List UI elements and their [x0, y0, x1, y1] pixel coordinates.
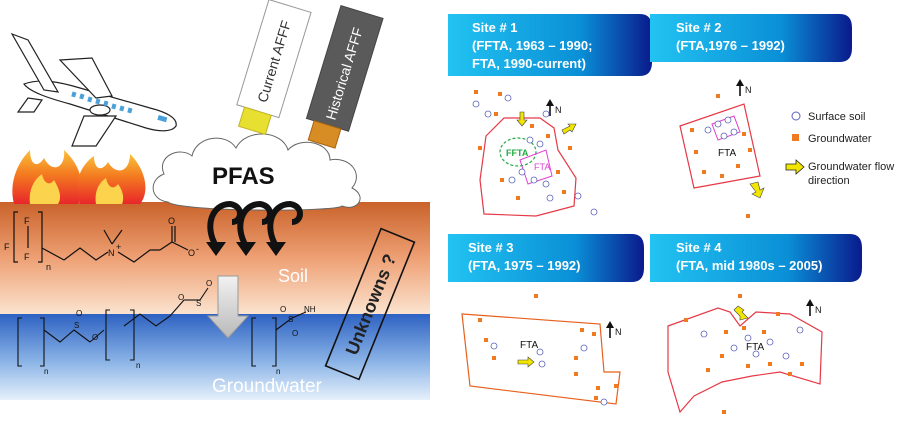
- site-1-title-line2: (FFTA, 1963 – 1990;: [472, 38, 592, 53]
- svg-text:n: n: [46, 262, 51, 272]
- site-2-title: Site # 2: [676, 20, 722, 35]
- site-1-fta-label: FTA: [534, 162, 550, 172]
- site-3-map: FTA N: [461, 294, 622, 406]
- site-1-ffta-area: [499, 137, 537, 167]
- svg-text:NH: NH: [304, 305, 316, 314]
- site-2-fta-label: FTA: [718, 148, 736, 159]
- soil-layer: [0, 202, 430, 314]
- svg-text:O: O: [206, 279, 212, 288]
- svg-text:+: +: [116, 242, 121, 252]
- site-4-markers: [684, 294, 804, 414]
- site-4-header: Site # 4 (FTA, mid 1980s – 2005): [650, 234, 862, 282]
- groundwater-layer: [0, 314, 430, 400]
- svg-text:-: -: [196, 244, 199, 254]
- legend-surface-soil-marker: [791, 111, 801, 121]
- svg-text:O: O: [280, 305, 286, 314]
- site-1-map: FFTA FTA N: [472, 90, 598, 217]
- svg-text:O: O: [292, 329, 298, 338]
- pfas-structure-sulfonamide: [251, 311, 307, 367]
- site-3-title: Site # 3: [468, 240, 514, 255]
- site-1-header: Site # 1 (FFTA, 1963 – 1990; FTA, 1990-c…: [448, 14, 652, 76]
- site-2-map: FTA N: [679, 79, 765, 218]
- pfas-structure-sulfonate: [105, 287, 209, 361]
- chem-text-1: F F F n N + O O -: [4, 216, 199, 272]
- svg-text:S: S: [74, 321, 79, 330]
- leaching-arrow: [206, 275, 250, 339]
- site-2-boundary: [679, 103, 761, 189]
- site-4-title-line2: (FTA, mid 1980s – 2005): [676, 258, 822, 273]
- site-1-north: N: [555, 105, 562, 115]
- soil-label: Soil: [278, 266, 308, 286]
- svg-text:F: F: [24, 216, 30, 226]
- site-1-markers: [472, 90, 598, 216]
- site-2-north: N: [745, 85, 752, 95]
- legend-flow-arrow: [785, 159, 805, 175]
- site-2-flow-arrow: [749, 181, 765, 199]
- cloud-icon: [152, 133, 361, 211]
- arrow-heads: [206, 242, 286, 256]
- site-2-markers: [690, 94, 752, 218]
- site-1-flow-arrow-b: [561, 123, 577, 135]
- svg-text:N: N: [108, 248, 115, 258]
- legend-groundwater: Groundwater: [808, 133, 872, 145]
- chem-text-4: S O O NH n: [276, 305, 316, 376]
- site-1-fta-area: [519, 149, 553, 185]
- legend-surface-soil: Surface soil: [808, 111, 865, 123]
- svg-text:O: O: [92, 333, 98, 342]
- svg-text:n: n: [136, 361, 140, 370]
- left-schematic: Current AFFF Historical AFFF PFAS Soil G…: [0, 0, 430, 400]
- pfas-structure-betaine: [13, 211, 189, 263]
- groundwater-label: Groundwater: [212, 376, 323, 397]
- site-2-title-line2: (FTA,1976 – 1992): [676, 38, 785, 53]
- site-1-boundary: [479, 117, 577, 217]
- chem-text-2: S O O n: [136, 279, 212, 370]
- legend-groundwater-marker: [792, 134, 799, 141]
- site-1-flow-arrow-a: [516, 111, 528, 127]
- site-4-flow-arrow: [733, 305, 749, 321]
- pfas-infiltration-arrows: [207, 200, 303, 248]
- legend-flow: Groundwater flow: [808, 161, 894, 173]
- site-4-title: Site # 4: [676, 240, 722, 255]
- svg-text:S: S: [288, 315, 293, 324]
- site-3-fta-label: FTA: [520, 340, 538, 351]
- pfas-label: PFAS: [212, 163, 275, 190]
- site-4-map: FTA N: [667, 294, 823, 414]
- site-3-title-line2: (FTA, 1975 – 1992): [468, 258, 580, 273]
- svg-text:F: F: [24, 252, 30, 262]
- svg-text:S: S: [196, 299, 201, 308]
- site-3-header: Site # 3 (FTA, 1975 – 1992): [448, 234, 644, 282]
- svg-text:F: F: [4, 242, 10, 252]
- legend: Surface soil Groundwater Groundwater flo…: [785, 111, 894, 187]
- site-maps: Site # 1 (FFTA, 1963 – 1990; FTA, 1990-c…: [448, 14, 894, 414]
- site-2-header: Site # 2 (FTA,1976 – 1992): [650, 14, 852, 62]
- site-4-boundary: [667, 307, 823, 414]
- site-4-north: N: [815, 305, 822, 315]
- site-3-flow-arrow: [517, 356, 535, 368]
- svg-text:O: O: [168, 216, 175, 226]
- svg-text:O: O: [178, 293, 184, 302]
- chem-text-3: S O O n: [44, 309, 98, 376]
- site-1-title-line3: FTA, 1990-current): [472, 56, 586, 71]
- historical-afff-tube: Historical AFFF: [305, 4, 384, 149]
- current-afff-tube: Current AFFF: [236, 0, 312, 136]
- svg-text:O: O: [76, 309, 82, 318]
- svg-text:n: n: [44, 367, 48, 376]
- pfas-structure-sulfonyl-1: [17, 317, 105, 367]
- flame-icon: [12, 150, 146, 204]
- svg-text:n: n: [276, 367, 280, 376]
- legend-flow-line2: direction: [808, 175, 850, 187]
- site-3-boundary: [461, 313, 621, 405]
- site-3-north: N: [615, 327, 622, 337]
- site-3-markers: [478, 294, 618, 406]
- site-1-ffta-label: FFTA: [506, 148, 529, 158]
- site-1-title: Site # 1: [472, 20, 518, 35]
- site-4-fta-label: FTA: [746, 342, 764, 353]
- svg-text:O: O: [188, 248, 195, 258]
- airplane-icon: [10, 32, 177, 147]
